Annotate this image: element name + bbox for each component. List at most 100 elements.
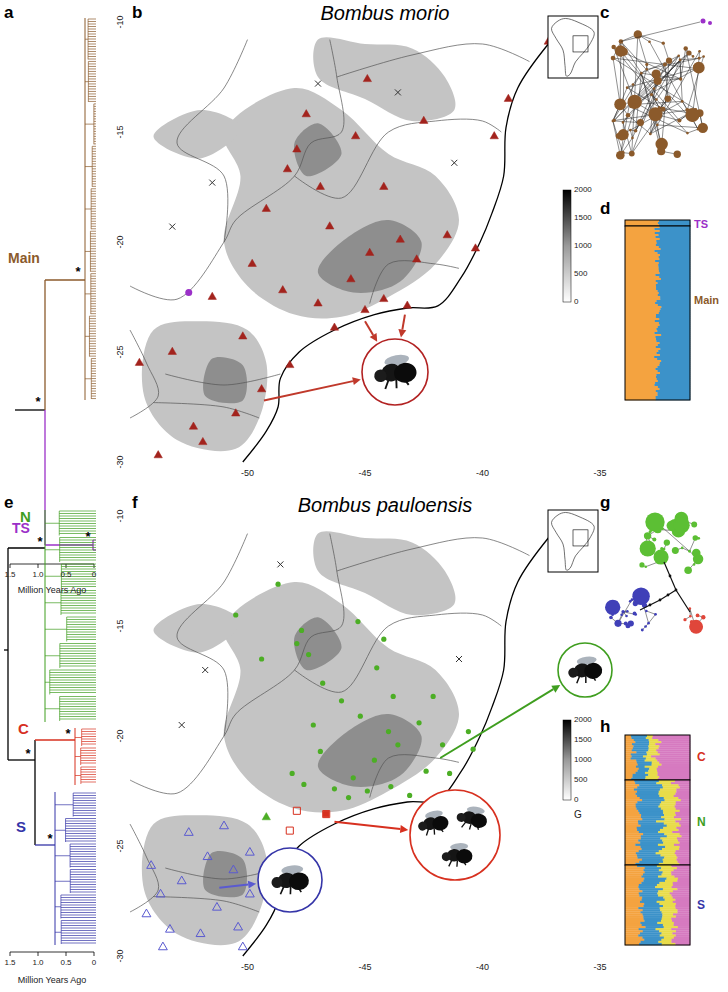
- ancestry-bar: [637, 857, 664, 859]
- ancestry-bar: [658, 350, 690, 352]
- ancestry-bar: [625, 831, 639, 833]
- ancestry-bar: [645, 926, 664, 928]
- ancestry-bar: [625, 388, 660, 390]
- ancestry-bar: [625, 328, 657, 330]
- absence-cross: [209, 180, 215, 186]
- ancestry-bar: [625, 890, 643, 892]
- cluster-label: C: [697, 751, 706, 763]
- ancestry-bar: [648, 774, 657, 776]
- ancestry-bar: [625, 816, 641, 818]
- ancestry-bar: [638, 840, 662, 842]
- ancestry-bar: [663, 861, 678, 863]
- ancestry-bar: [674, 922, 690, 924]
- ancestry-bar: [660, 342, 691, 344]
- haplotype-node: [679, 59, 682, 62]
- ancestry-bar: [625, 799, 642, 801]
- ancestry-bar: [643, 905, 663, 907]
- ancestry-bar: [625, 300, 657, 302]
- haplotype-node: [650, 93, 653, 96]
- structure-plot: [625, 220, 690, 400]
- ancestry-bar: [643, 755, 651, 757]
- ancestry-bar: [652, 764, 662, 766]
- ancestry-bar: [625, 741, 636, 743]
- tick-label: 0: [92, 959, 96, 967]
- ancestry-bar: [681, 835, 690, 837]
- ancestry-bar: [661, 801, 676, 803]
- panel-letter: d: [600, 200, 610, 217]
- ancestry-bar: [625, 298, 660, 300]
- haplotype-node: [689, 620, 703, 634]
- tree-branch: [10, 952, 94, 953]
- ancestry-bar: [663, 827, 676, 829]
- ancestry-bar: [625, 308, 661, 310]
- ancestry-bar: [657, 774, 690, 776]
- ancestry-bar: [679, 842, 690, 844]
- support-star: *: [65, 727, 70, 740]
- absence-cross: [315, 81, 321, 87]
- ancestry-bar: [652, 762, 660, 764]
- clade-label: Main: [8, 251, 40, 265]
- haplotype-node: [648, 107, 662, 121]
- state-border: [130, 40, 344, 300]
- cluster-label: N: [697, 816, 706, 828]
- haplotype-node: [652, 537, 656, 541]
- sample-site: [229, 865, 238, 873]
- ancestry-bar: [660, 308, 690, 310]
- tick-label: 0.5: [60, 571, 71, 579]
- ancestry-bar: [625, 378, 657, 380]
- absence-cross: [179, 722, 185, 728]
- ancestry-bar: [625, 316, 656, 318]
- haplotype-node: [696, 556, 699, 559]
- tick-label: -10: [116, 509, 125, 522]
- ancestry-bar: [675, 806, 691, 808]
- ancestry-bar: [639, 892, 658, 894]
- ancestry-bar: [641, 837, 661, 839]
- haplotype-node: [685, 108, 699, 122]
- ancestry-bar: [680, 810, 691, 812]
- ancestry-bar: [645, 871, 663, 873]
- sample-site: [158, 942, 167, 950]
- ancestry-bar: [633, 774, 649, 776]
- sample-site: [323, 811, 328, 816]
- elevation-area: [223, 88, 459, 319]
- ancestry-bar: [661, 816, 674, 818]
- continent-outline: [551, 512, 594, 570]
- tick-label: 1.5: [4, 571, 15, 579]
- haplotype-node: [633, 611, 637, 615]
- ancestry-bar: [660, 324, 691, 326]
- ancestry-bar: [625, 737, 632, 739]
- pointer-arrow: [219, 885, 248, 888]
- ancestry-bar: [625, 396, 656, 398]
- arrow-head: [352, 377, 361, 385]
- ancestry-bar: [625, 260, 655, 262]
- ancestry-bar: [631, 753, 647, 755]
- ancestry-bar: [625, 905, 644, 907]
- ancestry-bar: [664, 823, 680, 825]
- haplotype-node: [681, 547, 684, 550]
- ancestry-bar: [660, 298, 690, 300]
- ancestry-bar: [625, 842, 640, 844]
- sample-site: [490, 132, 498, 139]
- ancestry-bar: [659, 262, 690, 264]
- ancestry-bar: [656, 328, 690, 330]
- ancestry-bar: [675, 820, 690, 822]
- sample-site: [339, 698, 344, 703]
- ancestry-bar: [636, 806, 659, 808]
- axis-title: Million Years Ago: [18, 976, 87, 985]
- ancestry-bar: [625, 749, 632, 751]
- ancestry-bar: [646, 737, 653, 739]
- haplotype-node: [658, 106, 661, 109]
- ancestry-bar: [659, 258, 690, 260]
- ancestry-bar: [625, 380, 658, 382]
- ancestry-bar: [659, 268, 691, 270]
- ancestry-bar: [625, 344, 658, 346]
- tree-branch: [44, 280, 45, 410]
- ancestry-bar: [641, 814, 664, 816]
- ancestry-bar: [657, 770, 690, 772]
- tree-branch: [94, 952, 95, 956]
- haplotype-node: [698, 123, 708, 133]
- ancestry-bar: [625, 766, 636, 768]
- sample-site: [166, 924, 175, 932]
- ancestry-bar: [649, 768, 657, 770]
- haplotype-node: [621, 151, 625, 155]
